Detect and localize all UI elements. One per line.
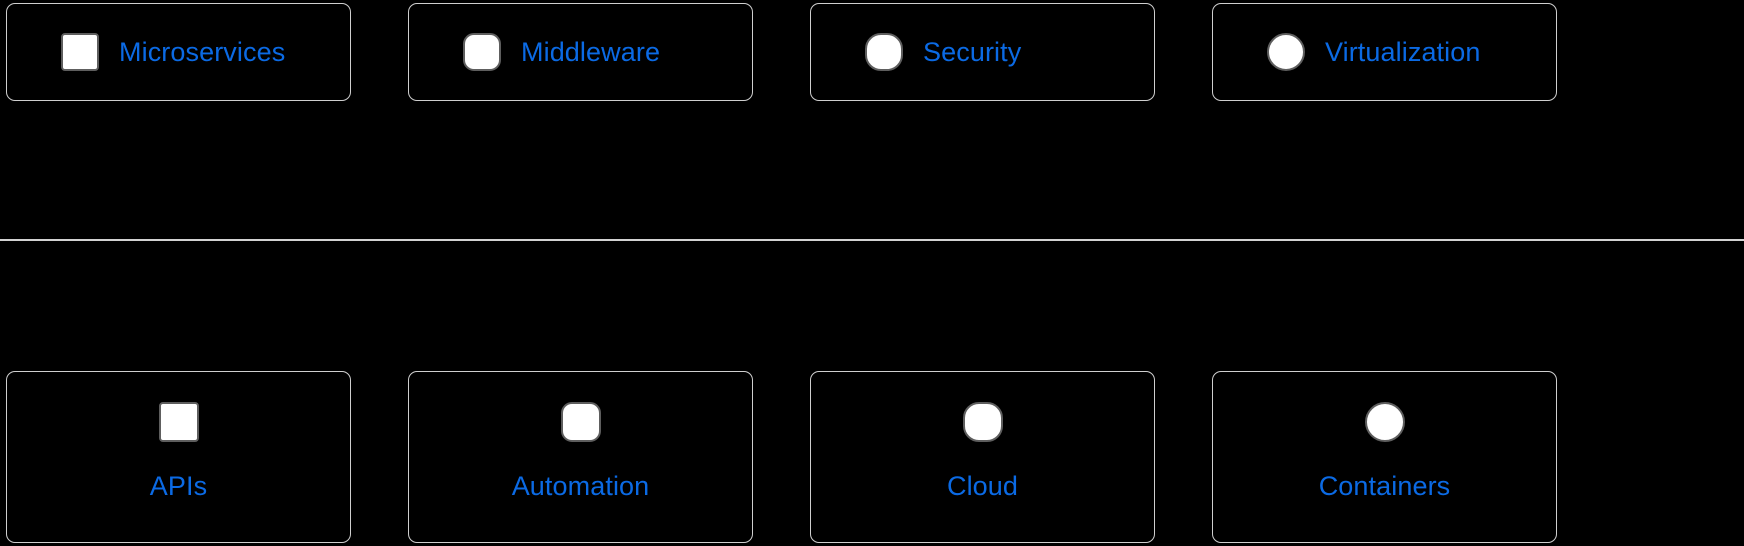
section-divider xyxy=(0,239,1744,241)
bottom-card-row: APIs Automation Cloud Containers xyxy=(0,371,1744,543)
card-microservices[interactable]: Microservices xyxy=(6,3,351,101)
card-apis[interactable]: APIs xyxy=(6,371,351,543)
card-cloud[interactable]: Cloud xyxy=(810,371,1155,543)
squircle-icon xyxy=(962,402,1003,442)
circle-icon xyxy=(1364,402,1405,442)
card-virtualization[interactable]: Virtualization xyxy=(1212,3,1557,101)
card-label: Containers xyxy=(1318,471,1451,501)
card-security[interactable]: Security xyxy=(810,3,1155,101)
rounded-square-icon xyxy=(560,402,601,442)
card-label: Cloud xyxy=(946,471,1019,501)
square-icon xyxy=(61,33,99,71)
card-label: Microservices xyxy=(119,36,286,67)
card-containers[interactable]: Containers xyxy=(1212,371,1557,543)
card-label: APIs xyxy=(149,471,208,501)
card-label: Automation xyxy=(511,471,650,501)
square-icon xyxy=(158,402,199,442)
card-label: Security xyxy=(923,36,1022,67)
squircle-icon xyxy=(865,33,903,71)
card-automation[interactable]: Automation xyxy=(408,371,753,543)
card-label: Virtualization xyxy=(1325,36,1481,67)
circle-icon xyxy=(1267,33,1305,71)
rounded-square-icon xyxy=(463,33,501,71)
card-middleware[interactable]: Middleware xyxy=(408,3,753,101)
card-label: Middleware xyxy=(521,36,661,67)
top-card-row: Microservices Middleware Security Virtua… xyxy=(0,3,1744,101)
